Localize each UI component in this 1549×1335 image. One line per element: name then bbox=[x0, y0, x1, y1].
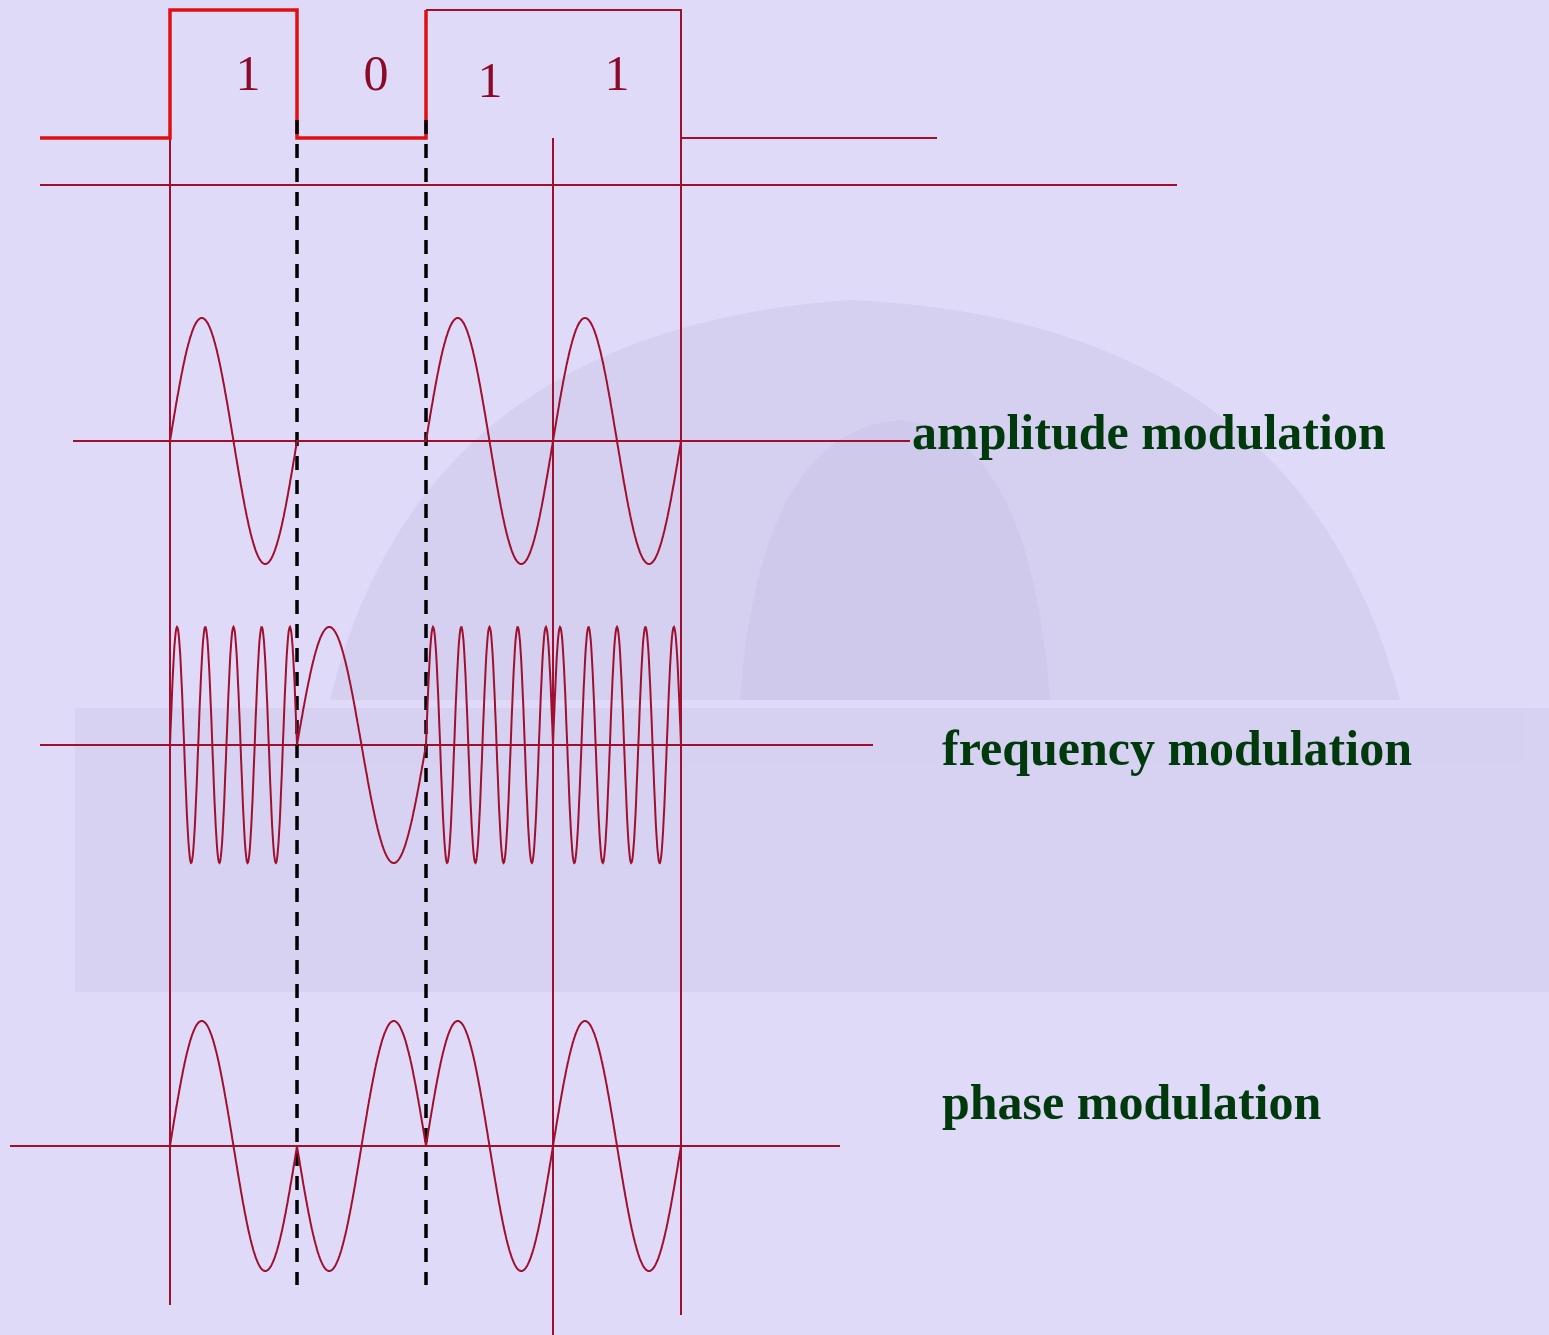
modulation-label: frequency modulation bbox=[942, 723, 1412, 773]
baseline bbox=[40, 184, 1177, 186]
bit-value: 1 bbox=[478, 55, 503, 105]
am-axis bbox=[73, 440, 910, 442]
bit-value: 0 bbox=[364, 48, 389, 98]
dome-shape bbox=[330, 300, 1400, 700]
am-wave bbox=[170, 318, 681, 564]
waveforms bbox=[170, 318, 681, 1271]
dome-entrance bbox=[740, 420, 1050, 700]
modulation-label: amplitude modulation bbox=[912, 407, 1386, 457]
modulation-label: phase modulation bbox=[942, 1077, 1321, 1127]
fm-axis bbox=[40, 744, 873, 746]
pm-wave bbox=[170, 1021, 681, 1271]
bit-value: 1 bbox=[236, 48, 261, 98]
dashed-markers bbox=[297, 120, 426, 1285]
bit-value: 1 bbox=[605, 48, 630, 98]
digital-signal bbox=[40, 10, 937, 138]
signal-trace bbox=[426, 10, 937, 138]
signal-trace bbox=[40, 10, 426, 138]
fm-wave bbox=[170, 627, 681, 863]
